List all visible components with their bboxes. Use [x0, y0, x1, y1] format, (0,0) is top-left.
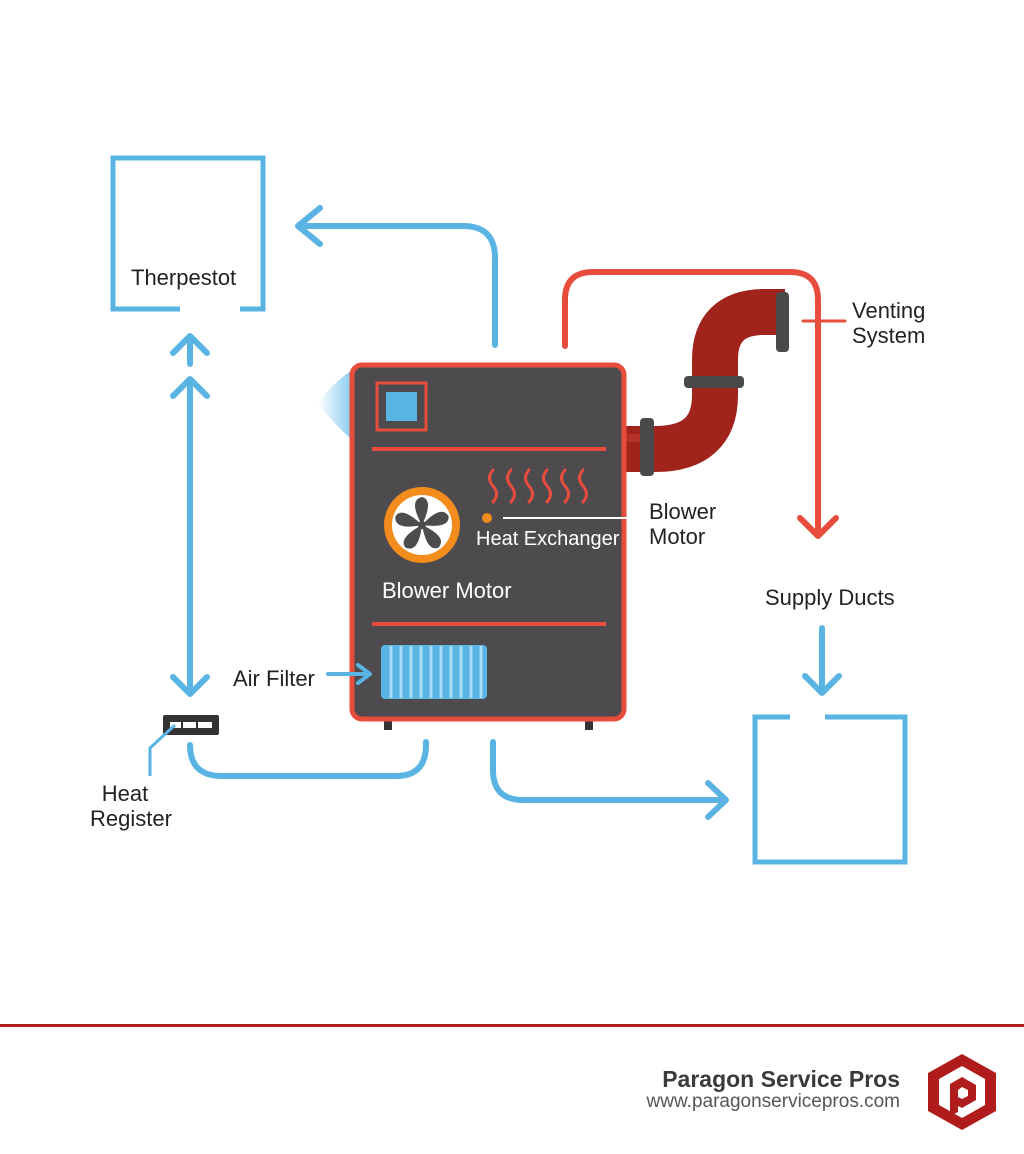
venting-system-label-line1: Venting [852, 298, 926, 323]
brand-url-link[interactable]: www.paragonservicepros.com [646, 1091, 900, 1112]
heat-waves-icon [488, 468, 588, 504]
heat-register-label-line1: Heat [101, 781, 149, 806]
arrow-icon [802, 673, 842, 696]
heat-register-label-line2: Register [90, 806, 172, 831]
hot-air-duct [562, 269, 847, 539]
arrow-icon [170, 674, 210, 697]
supply-ducts-arrow [802, 625, 842, 696]
blower-motor-side-label-line1: Blower [649, 499, 717, 524]
paragon-logo-icon [928, 1054, 996, 1130]
venting-pipe [610, 289, 789, 476]
supply-ducts-label: Supply Ducts [765, 585, 895, 610]
air-filter-label: Air Filter [233, 666, 315, 691]
arrow-icon [705, 780, 729, 820]
supply-duct-bottom [490, 739, 729, 820]
footer-divider [0, 1024, 1024, 1027]
thermostat-register-link [170, 333, 210, 697]
furnace-unit [349, 362, 636, 730]
thermostat-label: Therpestot [131, 265, 237, 290]
return-duct-bottom [187, 739, 429, 779]
thermostat-box [110, 155, 266, 312]
blower-motor-side-label-line2: Motor [649, 524, 706, 549]
venting-system-label-line2: System [852, 323, 926, 348]
intake-glow [318, 370, 352, 440]
arrow-icon [295, 205, 323, 247]
blower-motor-label: Blower Motor [382, 578, 512, 603]
control-panel-icon [375, 381, 428, 432]
fan-icon [384, 487, 460, 563]
heat-exchanger-label: Heat Exchanger [476, 528, 620, 550]
arrow-icon [797, 515, 839, 539]
supply-box [752, 714, 908, 865]
brand-name: Paragon Service Pros [662, 1066, 900, 1092]
air-filter-icon [381, 645, 487, 699]
heat-register-icon [148, 715, 219, 776]
heat-exchanger-marker [482, 513, 492, 523]
air-filter-pointer [326, 663, 372, 685]
return-duct-to-thermostat [295, 205, 498, 348]
arrow-icon [356, 663, 372, 685]
